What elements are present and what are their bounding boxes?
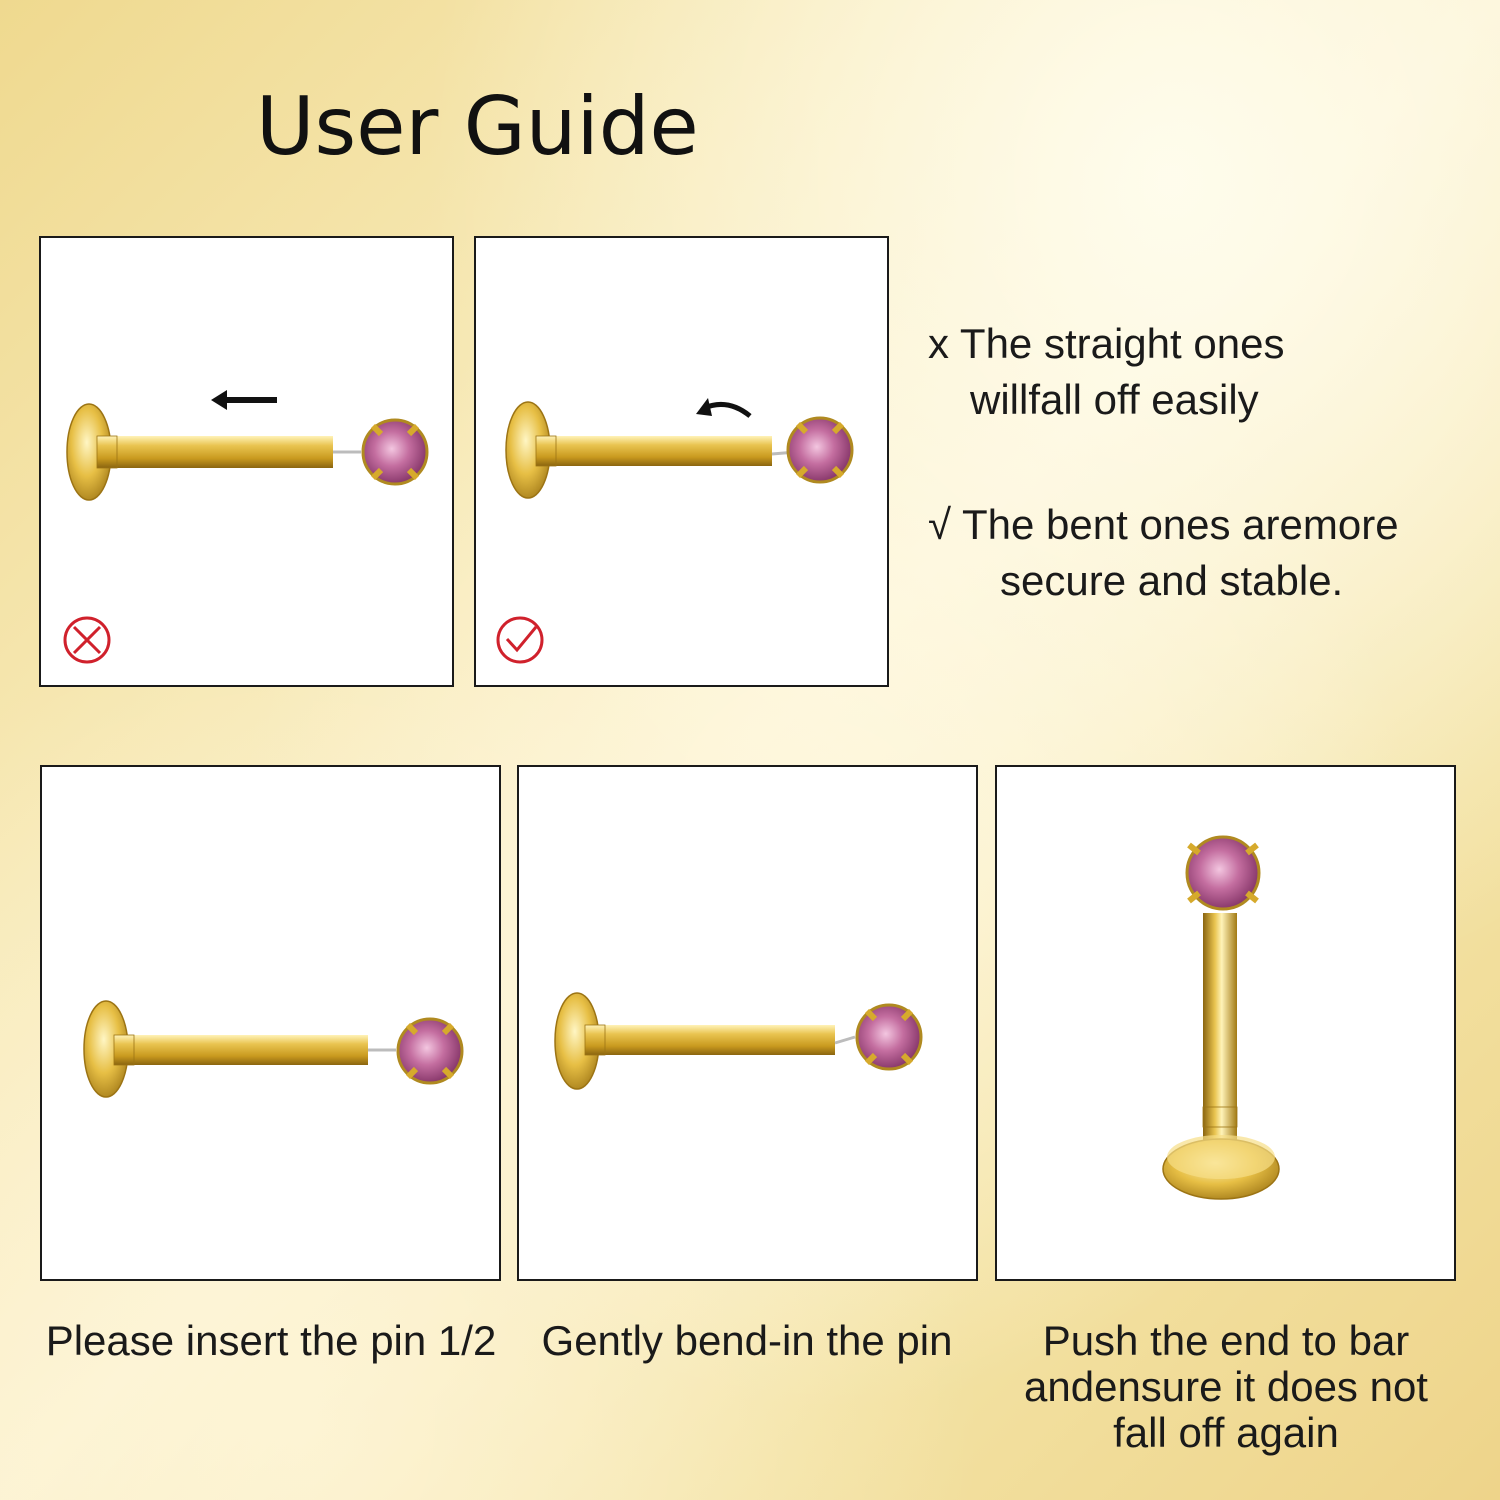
- panel-step-1: [40, 765, 501, 1281]
- wrong-note: x The straight ones willfall off easily: [928, 316, 1284, 428]
- wrong-line-1: The straight ones: [959, 320, 1285, 367]
- panel-bent: [474, 236, 889, 687]
- push-end-illustration: [1162, 835, 1280, 1200]
- curved-arrow-icon: [696, 398, 752, 418]
- right-note: √ The bent ones aremore secure and stabl…: [928, 497, 1399, 609]
- step-1-caption: Please insert the pin 1/2: [45, 1317, 497, 1364]
- cross-circle-icon: [63, 616, 111, 664]
- arrow-left-icon: [211, 390, 277, 410]
- step-3-caption: Push the end to bar andensure it does no…: [995, 1318, 1457, 1456]
- panel-step-3: [995, 765, 1456, 1281]
- bend-pin-illustration: [554, 992, 923, 1090]
- right-line-2: secure and stable.: [1000, 557, 1344, 604]
- step-3-caption-line-2: andensure it does not: [1024, 1363, 1428, 1410]
- right-mark: √: [928, 501, 952, 548]
- straight-labret-illustration: [63, 390, 429, 664]
- step-2-caption: Gently bend-in the pin: [541, 1317, 953, 1364]
- wrong-mark: x: [928, 320, 949, 367]
- check-circle-icon: [496, 616, 544, 664]
- panel-step-2: [517, 765, 978, 1281]
- panel-straight: [39, 236, 454, 687]
- page-title: User Guide: [256, 80, 699, 173]
- bent-labret-illustration: [496, 398, 854, 664]
- right-line-1: The bent ones aremore: [961, 501, 1399, 548]
- insert-pin-illustration: [83, 1000, 464, 1098]
- wrong-line-2: willfall off easily: [970, 376, 1259, 423]
- step-3-caption-line-3: fall off again: [1113, 1409, 1339, 1456]
- step-3-caption-line-1: Push the end to bar: [1042, 1317, 1410, 1364]
